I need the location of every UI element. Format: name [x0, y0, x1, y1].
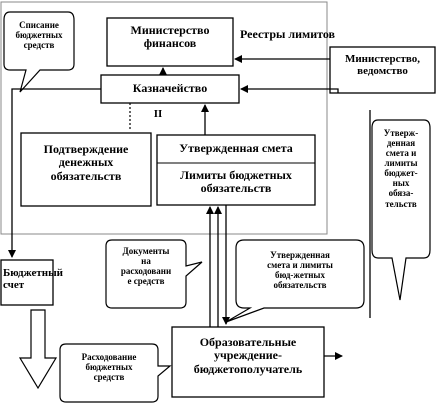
callout-write-off — [3, 11, 75, 93]
institution-label: Образовательные учреждение- бюджетополуч… — [193, 335, 303, 376]
ministry-finance-box — [106, 17, 234, 67]
institution-box — [171, 326, 325, 398]
arrow-agency-to-treasury — [240, 85, 339, 93]
budget-account-box — [0, 259, 54, 306]
estimate-box — [156, 134, 316, 206]
estimate-limits-text: Утвержденная смета и лимиты бюд-жетных о… — [267, 250, 333, 291]
limit-registers-label: Реестры лимитов — [240, 27, 336, 41]
ministry-agency-box — [329, 46, 436, 94]
callout-right — [371, 119, 431, 301]
right-callout-text: Утверж- денная смета и лимиты бюджет- ны… — [383, 128, 419, 209]
roman-two-label: II — [153, 108, 163, 120]
outer-frame — [0, 1, 328, 235]
spending-text: Расходование бюджетных средств — [81, 352, 137, 383]
spending-docs-text: Документы на расходовани е средств — [120, 246, 172, 287]
write-off-text: Списание бюджетных средств — [15, 20, 63, 51]
treasury-box — [100, 74, 240, 104]
budget-limits-label: Лимиты бюджетных обязательств — [180, 168, 292, 196]
ministry-finance-label: Министерство финансов — [130, 23, 210, 51]
confirm-obligations-label: Подтверждение денежных обязательств — [43, 142, 129, 183]
callout-estimate-limits — [225, 239, 365, 323]
ministry-agency-label: Министерство, ведомство — [344, 53, 421, 78]
callout-spending — [59, 343, 172, 403]
down-block-arrow — [18, 309, 58, 390]
budget-account-label: Бюджетный счет — [3, 267, 63, 292]
treasury-label: Казначейство — [132, 81, 208, 95]
confirm-obligations-box — [20, 132, 152, 207]
callout-spending-docs — [105, 239, 203, 309]
arrow-treasury-to-account — [8, 88, 101, 258]
approved-estimate-label: Утвержденная смета — [179, 141, 293, 155]
